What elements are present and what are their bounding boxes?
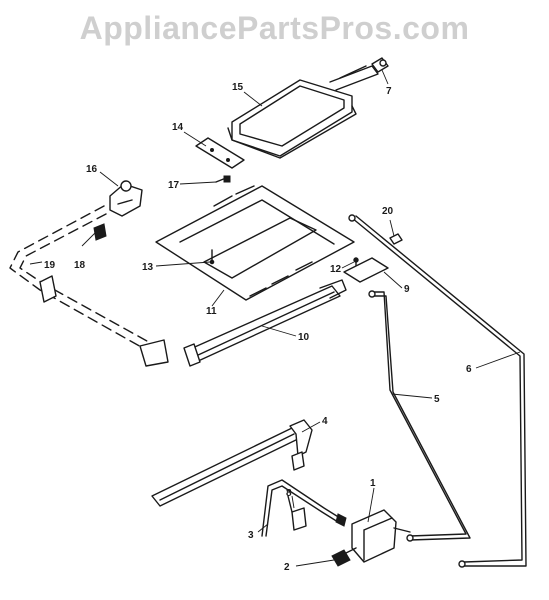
callout-7: 7 bbox=[386, 86, 392, 97]
part-16-valve[interactable] bbox=[109, 180, 143, 217]
part-10-bake-burner-tube[interactable] bbox=[183, 279, 347, 367]
callout-numbers: 1 2 3 4 5 6 7 8 9 10 11 12 13 14 15 16 1… bbox=[44, 82, 472, 573]
part-3-tube-assembly[interactable] bbox=[261, 479, 347, 537]
callout-11: 11 bbox=[206, 306, 217, 317]
part-1-valve[interactable] bbox=[351, 509, 411, 563]
part-2-connector[interactable] bbox=[331, 547, 357, 567]
leader-lines bbox=[29, 69, 521, 567]
part-8-fitting[interactable] bbox=[287, 495, 307, 531]
callout-15: 15 bbox=[232, 82, 244, 93]
part-18-fitting[interactable] bbox=[93, 223, 107, 241]
callout-20: 20 bbox=[382, 206, 394, 217]
part-11-burner-baffle[interactable] bbox=[155, 185, 355, 301]
callout-14: 14 bbox=[172, 122, 184, 133]
part-13-screw[interactable] bbox=[209, 249, 215, 265]
callout-1: 1 bbox=[370, 478, 376, 489]
part-9-bracket[interactable] bbox=[343, 257, 389, 283]
callout-10: 10 bbox=[298, 332, 310, 343]
callout-9: 9 bbox=[404, 284, 410, 295]
part-4-bake-burner[interactable] bbox=[151, 419, 313, 507]
callout-16: 16 bbox=[86, 164, 98, 175]
callout-13: 13 bbox=[142, 262, 154, 273]
callout-18: 18 bbox=[74, 260, 86, 271]
part-6-gas-tube[interactable] bbox=[348, 214, 527, 568]
callout-12: 12 bbox=[330, 264, 342, 275]
part-19-burner-dashed[interactable] bbox=[9, 205, 169, 367]
part-14-bracket[interactable] bbox=[195, 137, 245, 169]
part-20-nut[interactable] bbox=[389, 233, 403, 245]
callout-6: 6 bbox=[466, 364, 472, 375]
part-17-screw[interactable] bbox=[215, 175, 231, 183]
part-15-broil-burner[interactable] bbox=[227, 65, 379, 159]
part-7-orifice-fitting[interactable] bbox=[371, 57, 389, 73]
callout-2: 2 bbox=[284, 562, 290, 573]
part-5-gas-tube[interactable] bbox=[368, 290, 471, 542]
watermark-logo: AppliancePartsPros.com bbox=[79, 10, 470, 46]
callout-19: 19 bbox=[44, 260, 56, 271]
callout-17: 17 bbox=[168, 180, 180, 191]
callout-4: 4 bbox=[322, 416, 328, 427]
callout-3: 3 bbox=[248, 530, 254, 541]
callout-8: 8 bbox=[286, 488, 292, 499]
callout-5: 5 bbox=[434, 394, 440, 405]
